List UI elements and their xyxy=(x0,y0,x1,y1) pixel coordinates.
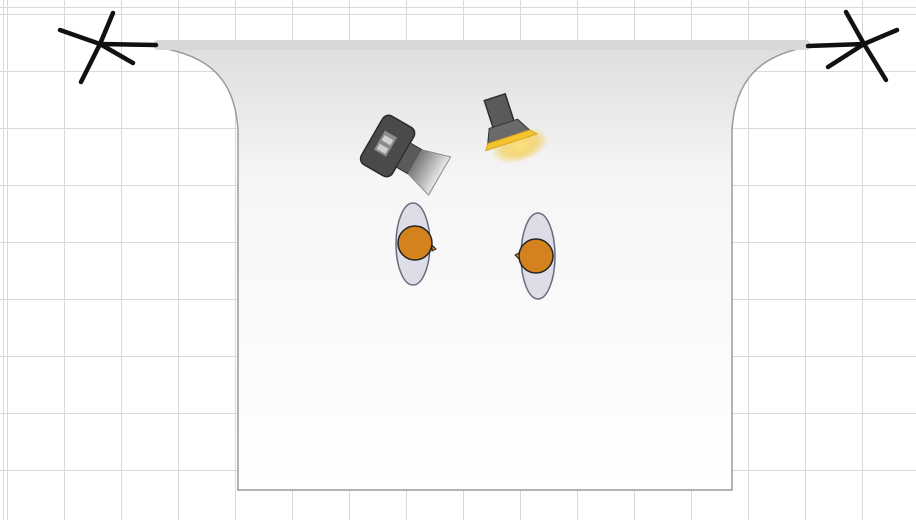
right-light-stand xyxy=(808,12,897,80)
head xyxy=(398,226,432,260)
light-stand-icon xyxy=(60,13,156,82)
backdrop-sweep xyxy=(154,40,810,490)
head xyxy=(519,239,553,273)
left-light-stand xyxy=(60,13,156,82)
backdrop-support-bar xyxy=(154,40,810,50)
light-stand-icon xyxy=(808,12,897,80)
